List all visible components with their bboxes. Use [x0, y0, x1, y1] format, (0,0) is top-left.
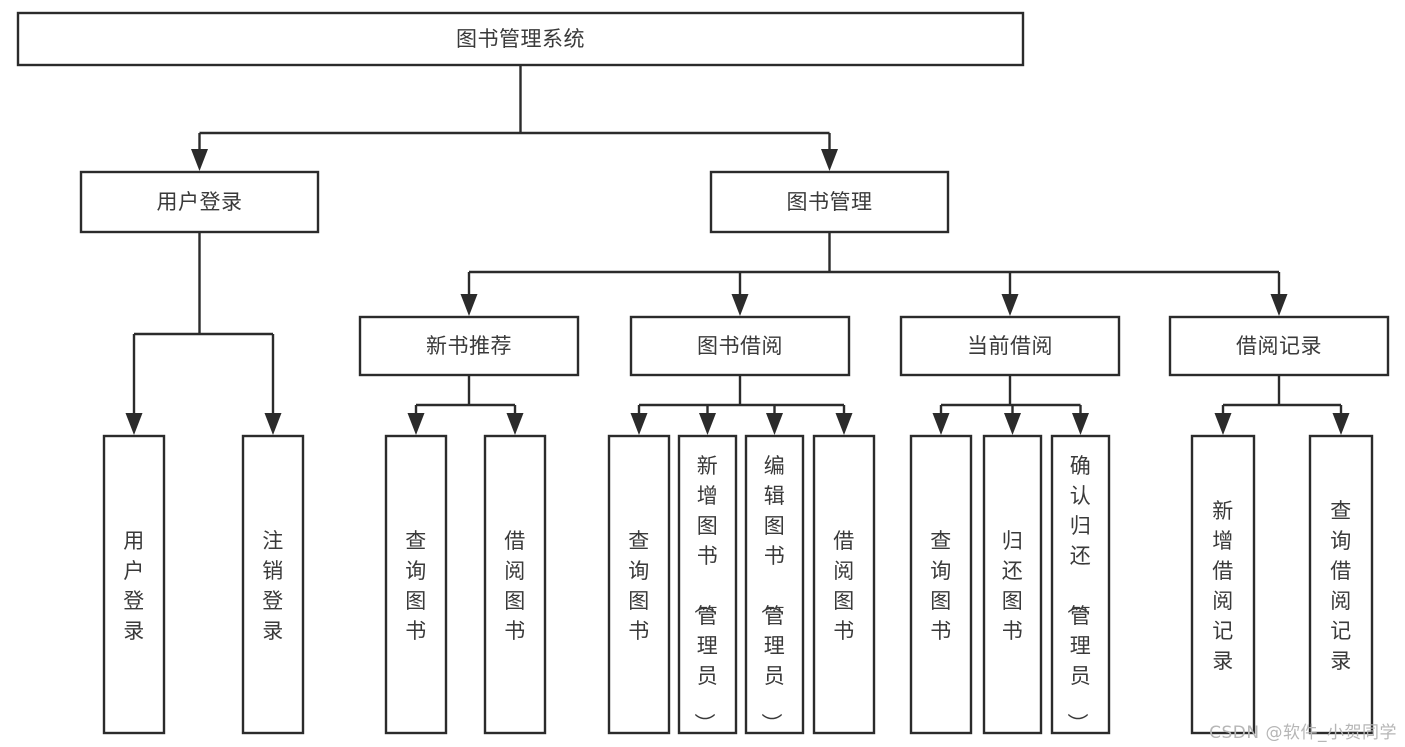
node-leaf-query-book-1[interactable]: 查询图书 — [384, 434, 448, 735]
node-label-leaf-add-record: 新增借阅记录 — [1212, 499, 1234, 673]
node-leaf-query-book-2[interactable]: 查询图书 — [607, 434, 671, 735]
node-current-borrow[interactable]: 当前借阅 — [899, 315, 1121, 377]
node-user-login[interactable]: 用户登录 — [79, 170, 320, 234]
node-leaf-borrow-book-1[interactable]: 借阅图书 — [483, 434, 547, 735]
node-leaf-user-login[interactable]: 用户登录 — [102, 434, 166, 735]
connector-borrowrecord-to-leaves — [1214, 375, 1350, 435]
connector-root-to-level1 — [191, 65, 838, 171]
node-root[interactable]: 图书管理系统 — [16, 11, 1025, 67]
node-new-book-rec[interactable]: 新书推荐 — [358, 315, 580, 377]
node-label-borrow-record: 借阅记录 — [1236, 334, 1322, 358]
node-label-leaf-query-book-3: 查询图书 — [930, 529, 952, 643]
connector-newbook-to-leaves — [407, 375, 524, 435]
node-box-leaf-logout[interactable] — [241, 434, 305, 735]
node-leaf-query-record[interactable]: 查询借阅记录 — [1308, 434, 1374, 735]
node-label-leaf-query-record: 查询借阅记录 — [1330, 499, 1352, 673]
node-box-new-book-rec[interactable] — [358, 315, 580, 377]
connectors-layer — [125, 65, 1350, 435]
node-box-leaf-add-book[interactable] — [677, 434, 738, 735]
node-box-leaf-query-book-1[interactable] — [384, 434, 448, 735]
node-box-leaf-confirm-return[interactable] — [1050, 434, 1111, 735]
node-book-manage[interactable]: 图书管理 — [709, 170, 950, 234]
node-box-leaf-return-book[interactable] — [982, 434, 1043, 735]
node-label-leaf-borrow-book-1: 借阅图书 — [504, 529, 526, 643]
node-leaf-add-book[interactable]: 新增图书（管理员） — [677, 434, 738, 735]
node-leaf-confirm-return[interactable]: 确认归还（管理员） — [1050, 434, 1111, 735]
node-leaf-query-book-3[interactable]: 查询图书 — [909, 434, 973, 735]
node-label-book-manage: 图书管理 — [787, 190, 873, 214]
node-box-leaf-user-login[interactable] — [102, 434, 166, 735]
node-box-user-login[interactable] — [79, 170, 320, 234]
node-borrow-record[interactable]: 借阅记录 — [1168, 315, 1390, 377]
node-leaf-return-book[interactable]: 归还图书 — [982, 434, 1043, 735]
node-label-leaf-user-login: 用户登录 — [123, 529, 145, 643]
connector-bookmanage-to-level2 — [460, 232, 1288, 316]
node-box-root[interactable] — [16, 11, 1025, 67]
node-box-leaf-query-record[interactable] — [1308, 434, 1374, 735]
node-box-leaf-add-record[interactable] — [1190, 434, 1256, 735]
node-label-leaf-confirm-return: 确认归还（管理员） — [1065, 454, 1092, 735]
node-label-root: 图书管理系统 — [456, 27, 585, 51]
node-box-leaf-query-book-2[interactable] — [607, 434, 671, 735]
node-label-leaf-query-book-2: 查询图书 — [628, 529, 650, 643]
node-leaf-borrow-book-2[interactable]: 借阅图书 — [812, 434, 876, 735]
node-book-borrow[interactable]: 图书借阅 — [629, 315, 851, 377]
node-label-new-book-rec: 新书推荐 — [426, 334, 512, 358]
nodes-layer: 图书管理系统用户登录图书管理新书推荐图书借阅当前借阅借阅记录用户登录注销登录查询… — [16, 11, 1390, 735]
connector-userlogin-to-leaves — [125, 232, 282, 435]
node-box-current-borrow[interactable] — [899, 315, 1121, 377]
node-box-leaf-query-book-3[interactable] — [909, 434, 973, 735]
node-leaf-add-record[interactable]: 新增借阅记录 — [1190, 434, 1256, 735]
node-box-leaf-borrow-book-2[interactable] — [812, 434, 876, 735]
node-box-borrow-record[interactable] — [1168, 315, 1390, 377]
node-label-leaf-edit-book: 编辑图书（管理员） — [759, 454, 786, 735]
node-leaf-logout[interactable]: 注销登录 — [241, 434, 305, 735]
node-label-current-borrow: 当前借阅 — [967, 334, 1053, 358]
node-box-leaf-borrow-book-1[interactable] — [483, 434, 547, 735]
node-label-leaf-query-book-1: 查询图书 — [405, 529, 427, 643]
node-label-book-borrow: 图书借阅 — [697, 334, 783, 358]
node-box-book-manage[interactable] — [709, 170, 950, 234]
node-label-leaf-return-book: 归还图书 — [1002, 529, 1024, 643]
node-box-leaf-edit-book[interactable] — [744, 434, 805, 735]
node-label-user-login: 用户登录 — [157, 190, 243, 214]
node-leaf-edit-book[interactable]: 编辑图书（管理员） — [744, 434, 805, 735]
csdn-watermark: CSDN @软件_小贺同学 — [1209, 723, 1397, 743]
node-box-book-borrow[interactable] — [629, 315, 851, 377]
connector-bookborrow-to-leaves — [630, 375, 853, 435]
node-label-leaf-logout: 注销登录 — [262, 529, 284, 643]
node-label-leaf-borrow-book-2: 借阅图书 — [833, 529, 855, 643]
connector-currentborrow-to-leaves — [932, 375, 1089, 435]
node-label-leaf-add-book: 新增图书（管理员） — [692, 454, 719, 735]
